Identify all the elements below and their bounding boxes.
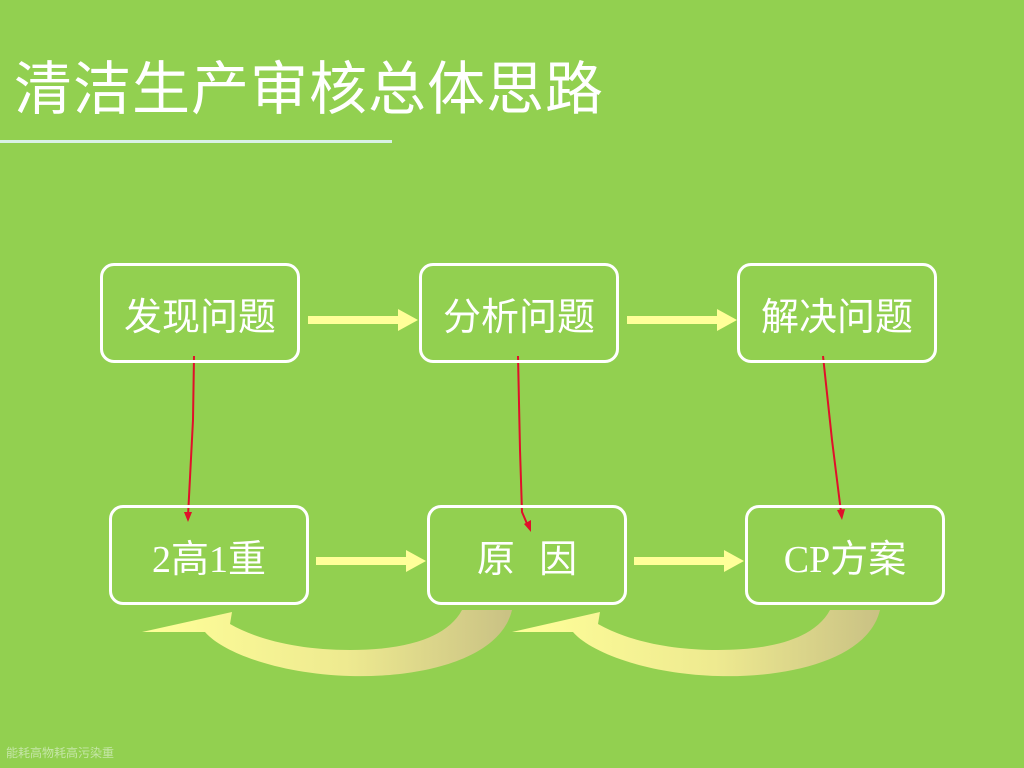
title-underline (0, 140, 392, 143)
box-cause: 原 因 (427, 505, 627, 605)
box-find-problem: 发现问题 (100, 263, 300, 363)
footer-note: 能耗高物耗高污染重 (6, 746, 115, 760)
red-arrow-col-2 (517, 355, 531, 532)
box-analyze-problem: 分析问题 (419, 263, 619, 363)
box-cp-plan: CP方案 (745, 505, 945, 605)
arrow-bottom-2-to-3 (634, 550, 744, 572)
arrow-top-2-to-3 (627, 309, 737, 331)
curved-arrow-right (512, 610, 880, 677)
box-two-high-one-heavy: 2高1重 (109, 505, 309, 605)
arrow-top-1-to-2 (308, 309, 418, 331)
box-cause-label: 原 因 (476, 536, 578, 581)
arrow-bottom-1-to-2 (316, 550, 426, 572)
box-solve-problem: 解决问题 (737, 263, 937, 363)
page-title: 清洁生产审核总体思路 (14, 55, 605, 123)
red-arrow-col-1 (184, 355, 195, 522)
curved-arrow-left (142, 610, 512, 677)
red-arrow-col-3 (822, 355, 845, 520)
